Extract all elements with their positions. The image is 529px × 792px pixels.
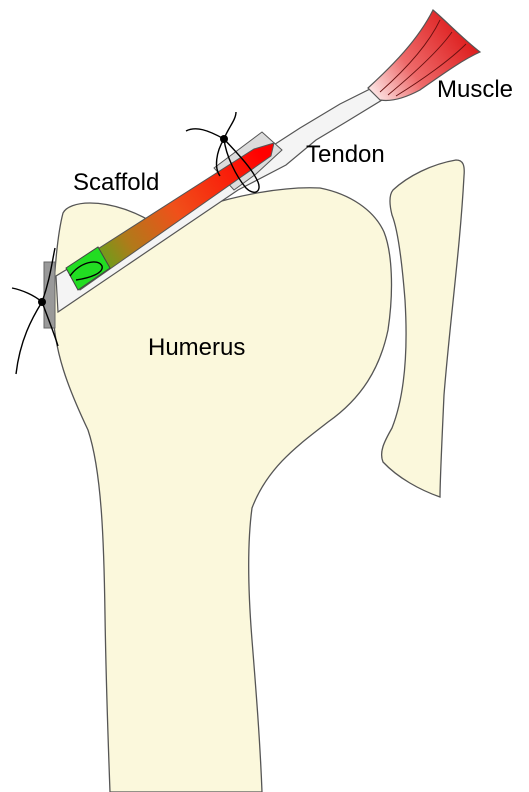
label-scaffold: Scaffold xyxy=(73,169,159,196)
label-muscle: Muscle xyxy=(437,76,513,103)
label-tendon: Tendon xyxy=(306,141,385,168)
suture-knot-tendon xyxy=(220,135,228,143)
label-humerus: Humerus xyxy=(148,334,245,361)
bone-anchor xyxy=(44,262,55,328)
glenoid-bone xyxy=(382,160,465,497)
suture-knot-bone xyxy=(38,298,46,306)
